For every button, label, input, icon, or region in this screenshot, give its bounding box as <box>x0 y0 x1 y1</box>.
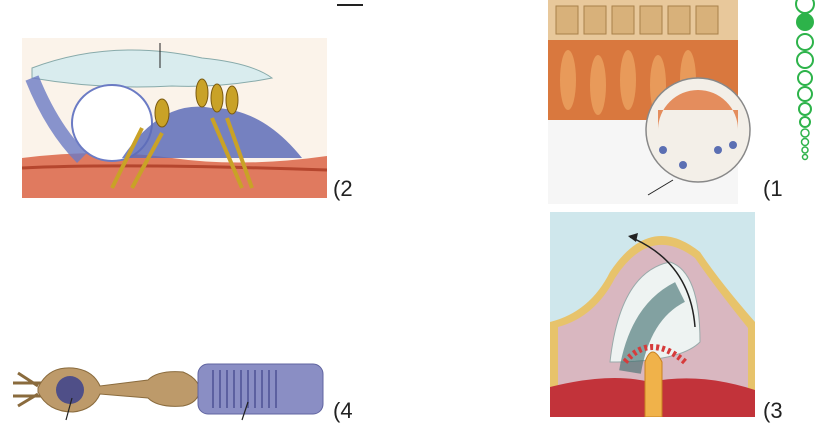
figure-4-label: (4 <box>333 398 353 424</box>
figure-1-olfactory-epithelium <box>548 0 763 204</box>
figure-4-rod-cell <box>8 358 328 421</box>
figure-1-label: (1 <box>763 176 783 202</box>
figure-2-label: (2 <box>333 176 353 202</box>
decorative-circle-column <box>790 0 820 175</box>
figure-3-label: (3 <box>763 398 783 424</box>
figure-3-crista-ampullaris <box>550 212 755 417</box>
figure-2-organ-of-corti <box>22 38 327 198</box>
top-rule <box>337 4 363 6</box>
